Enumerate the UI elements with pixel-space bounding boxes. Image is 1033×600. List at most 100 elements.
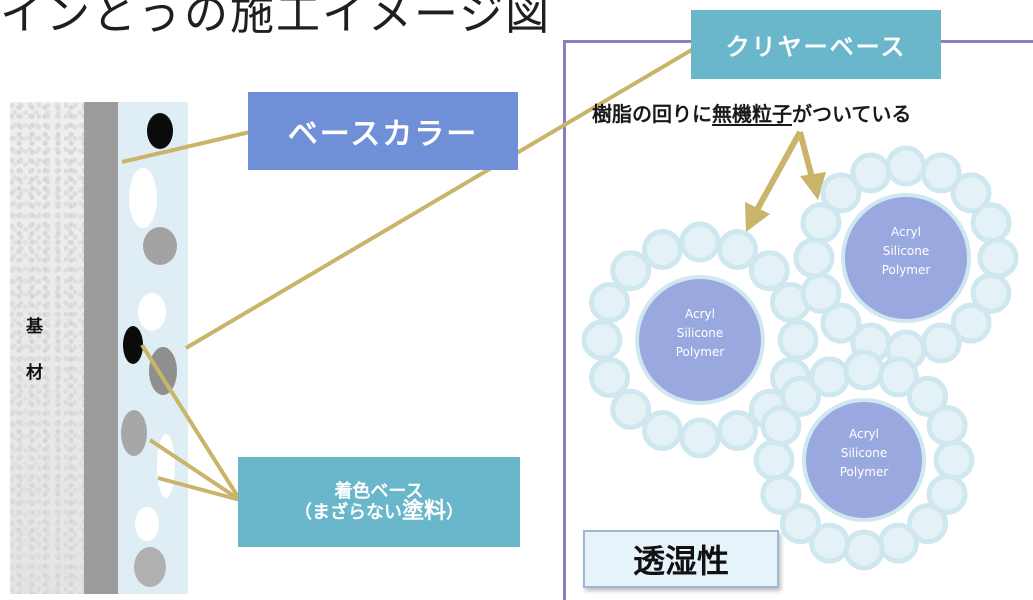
inorganic-particle [793, 237, 835, 279]
inorganic-particle [717, 229, 758, 270]
arrow-right-head [800, 172, 826, 200]
inorganic-particle [950, 172, 992, 214]
polymer-label: Polymer [840, 465, 889, 479]
inorganic-particle [753, 439, 795, 481]
polymer-label: Silicone [841, 446, 888, 460]
inorganic-particle [977, 237, 1019, 279]
black-pigment-particle [123, 326, 143, 364]
leader-line-base-color [121, 130, 251, 164]
inorganic-particle [970, 272, 1012, 314]
inorganic-particle [820, 302, 862, 344]
leader-lines [121, 43, 702, 502]
inorganic-particle [809, 522, 851, 564]
inorganic-particle [877, 522, 919, 564]
polymer-clusters: AcrylSiliconePolymerAcrylSiliconePolymer… [581, 145, 1019, 571]
inorganic-particle [779, 503, 821, 545]
inorganic-particle [885, 145, 927, 187]
inorganic-particle [589, 282, 630, 323]
inorganic-particle [581, 319, 623, 361]
resin-caption-underlined: 無機粒子 [712, 102, 792, 126]
arrow-right [797, 131, 815, 179]
inorganic-particle [843, 529, 885, 571]
black-pigment-particle [147, 113, 173, 149]
polymer-label: Silicone [883, 244, 930, 258]
base-color-text: ベースカラー [287, 117, 479, 152]
inorganic-particle [877, 356, 919, 398]
leader-line-clear-base [184, 43, 702, 350]
pigment-line-2: （まざらない塗料） [293, 498, 464, 524]
inorganic-particle [907, 503, 949, 545]
pigment-line-2-close: ） [446, 501, 464, 523]
gray-particle [143, 227, 177, 265]
polymer-label: Polymer [882, 263, 931, 277]
inorganic-particle [679, 417, 721, 459]
gray-particle [134, 547, 166, 587]
inorganic-particle [926, 405, 968, 447]
inorganic-particle [760, 405, 802, 447]
inorganic-particle [760, 473, 802, 515]
resin-caption: 樹脂の回りに無機粒子がついている [592, 98, 911, 127]
arrow-left-head [745, 202, 770, 232]
inorganic-particle [779, 375, 821, 417]
polymer-label: Polymer [676, 345, 725, 359]
inorganic-particle [610, 250, 652, 292]
gray-particle [121, 410, 147, 456]
inorganic-particle [809, 356, 851, 398]
clear-base-text: クリヤーベース [725, 33, 907, 61]
inorganic-particle [850, 152, 892, 194]
inorganic-particle [800, 272, 842, 314]
inorganic-particle [926, 473, 968, 515]
polymer-label: Acryl [685, 307, 715, 321]
inorganic-particle [589, 357, 630, 398]
base-coat-layer [84, 102, 118, 594]
pigment-line-2-open: （まざらない [293, 501, 402, 523]
pigment-line-1: 着色ベース [334, 480, 424, 502]
inorganic-particle [843, 349, 885, 391]
breathability-text: 透湿性 [632, 542, 729, 580]
base-color-label: ベースカラー [248, 92, 518, 170]
inorganic-particle [679, 221, 721, 263]
inorganic-particle [820, 172, 862, 214]
resin-caption-pre: 樹脂の回りに [592, 102, 712, 126]
inorganic-particle [777, 319, 819, 361]
inorganic-particle [717, 410, 758, 451]
inorganic-particle [610, 388, 652, 430]
polymer-label: Acryl [891, 225, 921, 239]
substrate-label-2: 材 [26, 363, 43, 383]
gray-particle [149, 347, 177, 395]
clear-base-label: クリヤーベース [691, 10, 941, 79]
resin-caption-post: がついている [792, 102, 912, 126]
white-particle [138, 293, 166, 331]
inorganic-particle [920, 152, 962, 194]
inorganic-particle [933, 439, 975, 481]
substrate-layer [10, 102, 84, 594]
leader-line-pigment [157, 476, 241, 502]
coat-particles [121, 113, 177, 587]
pigment-line-2-big: 塗料 [401, 498, 446, 524]
polymer-label: Acryl [849, 427, 879, 441]
white-particle [129, 168, 157, 228]
polymer-core [841, 193, 971, 323]
white-particle [135, 507, 159, 541]
inorganic-particle [800, 202, 842, 244]
inorganic-particle [748, 250, 790, 292]
leader-line-pigment [148, 438, 242, 502]
inorganic-particle [642, 410, 683, 451]
arrows [745, 130, 826, 232]
page-title: インとうの施工イメージ図 [0, 0, 552, 40]
arrow-left [754, 130, 803, 212]
inorganic-particle [642, 229, 683, 270]
polymer-core [802, 398, 926, 522]
polymer-label: Silicone [677, 326, 724, 340]
inorganic-particle [970, 202, 1012, 244]
polymer-core [635, 275, 765, 405]
inorganic-particle [907, 375, 949, 417]
leader-line-pigment [140, 343, 242, 502]
white-particle [157, 434, 175, 498]
inorganic-particle [950, 302, 992, 344]
inorganic-particle [920, 322, 962, 364]
